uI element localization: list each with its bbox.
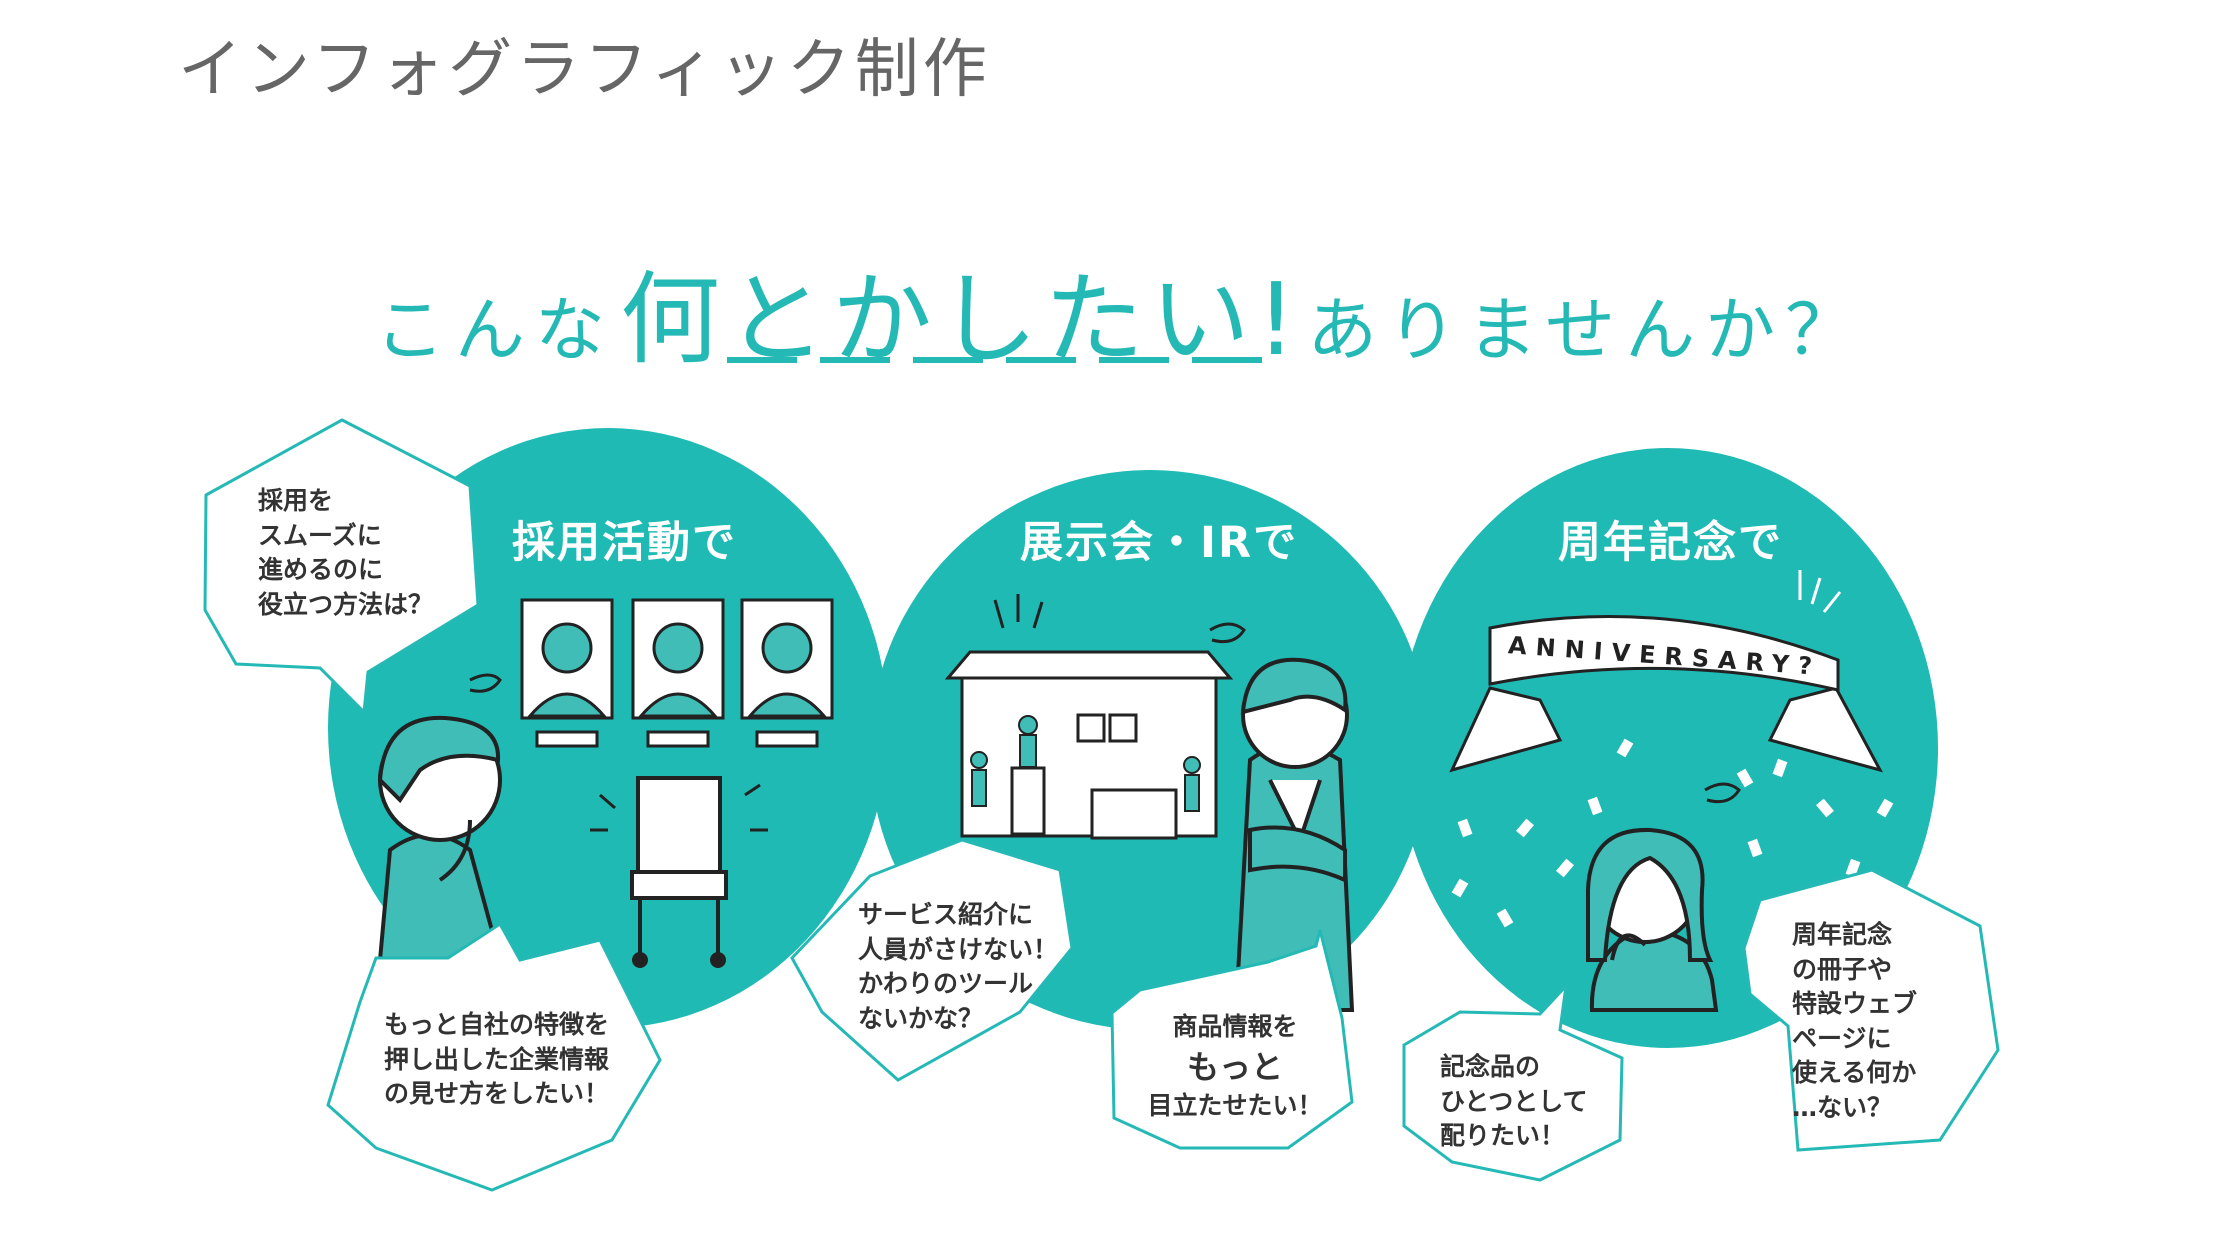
bubble-line: 特設ウェブ	[1792, 989, 1918, 1018]
bubble-text-anniversary-right: 周年記念 の冊子や 特設ウェブ ページに 使える何か …ない？	[1792, 918, 1917, 1125]
section-title-exhibition: 展示会・IRで	[1020, 518, 1299, 568]
headline-exclaim: !	[1256, 261, 1303, 378]
bubble-line: 使える何か	[1792, 1058, 1917, 1087]
bubble-line: サービス紹介に	[858, 900, 1034, 929]
bubble-line: かわりのツール	[858, 969, 1034, 998]
bubble-text-anniversary-left: 記念品の ひとつとして 配りたい！	[1440, 1050, 1588, 1154]
headline-post: ありませんか？	[1307, 289, 1866, 371]
bubble-line: ページに	[1792, 1023, 1892, 1053]
bubble-line: の冊子や	[1792, 954, 1893, 984]
thinking-man	[377, 715, 503, 962]
bubble-line: 周年記念	[1792, 920, 1893, 949]
confusion-swirl	[469, 673, 502, 693]
page-title: インフォグラフィック制作	[178, 33, 991, 107]
sparkle-lines	[590, 783, 768, 832]
emphasis-underline	[913, 357, 983, 363]
speech-bubble-anniversary-right	[1742, 868, 2000, 1152]
bubble-line: …ない？	[1792, 1092, 1893, 1122]
bubble-line: 商品情報を	[1172, 1012, 1298, 1041]
bubble-line: スムーズに	[258, 520, 382, 550]
emphasis-underline	[820, 357, 890, 363]
emphasis-underline	[1099, 357, 1169, 363]
anniversary-ribbon	[1449, 614, 1883, 773]
candidate-portrait	[526, 622, 828, 718]
speech-bubble-exhibition-bottom	[1110, 929, 1354, 1150]
empty-chair	[630, 776, 728, 968]
booth-figure	[970, 715, 1201, 812]
bubble-line: 進めるのに	[258, 555, 384, 584]
bubble-text-recruiting-top: 採用を スムーズに 進めるのに 役立つ方法は？	[258, 484, 433, 622]
section-title-recruiting: 採用活動で	[512, 518, 737, 568]
emphasis-underline	[1006, 357, 1076, 363]
worried-woman	[1586, 827, 1719, 1012]
confusion-swirl	[1209, 622, 1246, 644]
headline-emphasis-char: 何	[620, 261, 726, 378]
bubble-text-recruiting-bottom: もっと自社の特徴を 押し出した企業情報 の見せ方をしたい！	[384, 1008, 609, 1112]
bubble-line: 人員がさけない！	[858, 934, 1059, 964]
bubble-line: もっと自社の特徴を	[384, 1010, 610, 1039]
bubble-line: 記念品の	[1440, 1052, 1541, 1081]
speech-bubble-exhibition-left	[790, 838, 1074, 1082]
speech-bubble-recruiting-top	[203, 418, 480, 716]
bubble-text-exhibition-bottom: 商品情報を もっと 目立たせたい！	[1140, 1010, 1330, 1123]
confetti	[1451, 738, 1894, 968]
emphasis-underline	[727, 357, 797, 363]
sparkle-lines	[993, 594, 1044, 629]
headline-pre: こんな	[374, 289, 615, 371]
speech-bubble-anniversary-left	[1402, 981, 1624, 1182]
confusion-swirl	[1704, 782, 1741, 804]
sparkle-lines	[1798, 570, 1842, 613]
bubble-line: の見せ方をしたい！	[384, 1079, 610, 1108]
bubble-text-exhibition-left: サービス紹介に 人員がさけない！ かわりのツール ないかな？	[858, 898, 1058, 1036]
emphasis-underline	[1192, 357, 1262, 363]
bubble-line: 押し出した企業情報	[384, 1044, 610, 1074]
bubble-line: 配りたい！	[1440, 1121, 1566, 1150]
name-plate	[535, 730, 819, 748]
exhibition-booth	[944, 650, 1234, 840]
section-title-anniversary: 周年記念で	[1558, 518, 1783, 568]
bubble-line-emphasis: もっと	[1186, 1047, 1283, 1086]
bubble-line: 目立たせたい！	[1147, 1090, 1323, 1120]
bubble-line: ないかな？	[858, 1003, 984, 1033]
bubble-line: 採用を	[258, 486, 334, 515]
bubble-line: ひとつとして	[1440, 1086, 1588, 1116]
bubble-line: 役立つ方法は？	[258, 589, 434, 619]
speech-bubble-recruiting-bottom	[326, 921, 662, 1192]
